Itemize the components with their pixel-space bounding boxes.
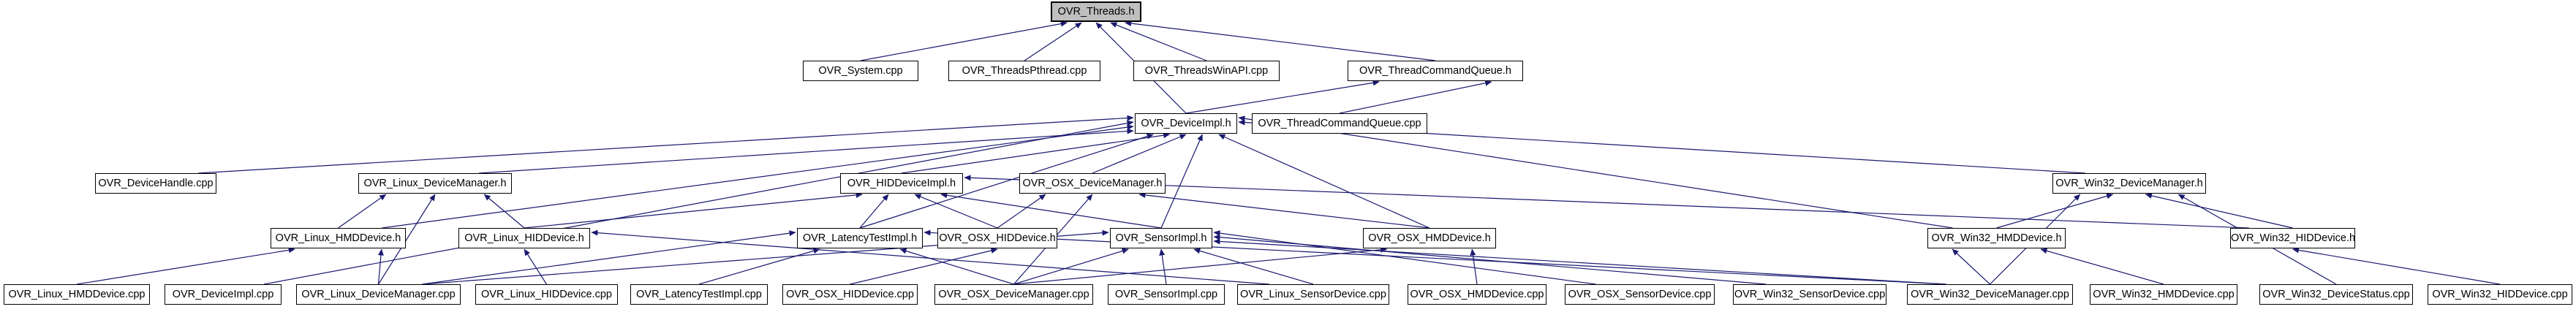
edge-tcq_h-to-threads_h [1125, 20, 1436, 61]
edge-linux_dm_cpp-to-latencytestimpl_h [422, 230, 796, 285]
graph-node-deviceimpl_h[interactable]: OVR_DeviceImpl.h [1135, 113, 1237, 134]
edge-threadspthread_cpp-to-threads_h [1024, 22, 1082, 61]
edge-win32_dm_cpp-to-win32_hmd_h [1952, 248, 1990, 285]
edge-win32_hmd_h-to-win32_dm_h [1996, 193, 2114, 229]
edge-deviceimpl_cpp-to-deviceimpl_h [263, 120, 1134, 285]
graph-node-threadspthread_cpp[interactable]: OVR_ThreadsPthread.cpp [948, 61, 1100, 81]
edge-tcq_cpp-to-tcq_h [1339, 80, 1492, 114]
graph-node-win32_hid_h[interactable]: OVR_Win32_HIDDevice.h [2230, 228, 2355, 248]
edge-linux_hid_h-to-hiddeviceimpl_h [524, 191, 863, 229]
edge-system_cpp-to-threads_h [860, 20, 1068, 61]
edge-sensorimpl_h-to-deviceimpl_h [1160, 134, 1203, 229]
edge-osx_dm_cpp-to-osx_hmd_h [1013, 246, 1388, 285]
edge-osx_dm_cpp-to-latencytestimpl_h [899, 248, 1014, 285]
edge-deviceimpl_h-to-tcq_h [1185, 80, 1380, 114]
edge-osx_hmd_h-to-osx_dm_h [1138, 192, 1430, 229]
edge-win32_hmd_cpp-to-win32_hmd_h [2040, 248, 2164, 285]
edge-osx_hmd_h-to-deviceimpl_h [1218, 134, 1430, 229]
graph-node-linux_hid_cpp[interactable]: OVR_Linux_HIDDevice.cpp [475, 284, 618, 305]
edge-linux_hmd_h-to-linux_dm_h [338, 194, 387, 229]
edge-win32_hid_cpp-to-win32_hid_h [2292, 247, 2501, 285]
edge-linux_hid_h-to-linux_dm_h [483, 194, 525, 229]
graph-node-osx_sensor_cpp[interactable]: OVR_OSX_SensorDevice.cpp [1565, 284, 1715, 305]
graph-node-latencytestimpl_h[interactable]: OVR_LatencyTestImpl.h [797, 228, 923, 248]
graph-node-osx_hmd_cpp[interactable]: OVR_OSX_HMDDevice.cpp [1408, 284, 1546, 305]
edge-linux_dm_h-to-deviceimpl_h [478, 128, 1134, 174]
graph-node-linux_sensor_cpp[interactable]: OVR_Linux_SensorDevice.cpp [1237, 284, 1389, 305]
edge-linux_hmd_h-to-deviceimpl_h [382, 124, 1134, 229]
edge-osx_hid_h-to-hiddeviceimpl_h [914, 194, 998, 229]
graph-node-osx_hid_h[interactable]: OVR_OSX_HIDDevice.h [937, 228, 1057, 248]
edge-sensorimpl_h-to-hiddeviceimpl_h [940, 192, 1162, 229]
edge-win32_dm_cpp-to-latencytestimpl_h [923, 229, 1946, 285]
graph-node-win32_hid_cpp[interactable]: OVR_Win32_HIDDevice.cpp [2428, 284, 2572, 305]
graph-node-system_cpp[interactable]: OVR_System.cpp [803, 61, 918, 81]
graph-node-hiddeviceimpl_h[interactable]: OVR_HIDDeviceImpl.h [840, 173, 963, 194]
graph-node-win32_sensor_cpp[interactable]: OVR_Win32_SensorDevice.cpp [1733, 284, 1886, 305]
graph-node-tcq_h[interactable]: OVR_ThreadCommandQueue.h [1348, 61, 1523, 81]
graph-node-linux_hmd_h[interactable]: OVR_Linux_HMDDevice.h [271, 228, 406, 248]
edge-latencytestimpl_h-to-deviceimpl_h [859, 133, 1154, 229]
edge-linux_dm_cpp-to-linux_hmd_h [377, 248, 384, 285]
graph-node-linux_hmd_cpp[interactable]: OVR_Linux_HMDDevice.cpp [4, 284, 150, 305]
edge-hiddeviceimpl_h-to-deviceimpl_h [901, 132, 1171, 174]
graph-node-deviceimpl_cpp[interactable]: OVR_DeviceImpl.cpp [165, 284, 282, 305]
edge-linux_hid_cpp-to-linux_hid_h [524, 248, 548, 285]
edge-osx_hmd_cpp-to-osx_hmd_h [1470, 248, 1478, 285]
graph-node-threads_h[interactable]: OVR_Threads.h [1051, 1, 1141, 22]
graph-node-threadswinapi_cpp[interactable]: OVR_ThreadsWinAPI.cpp [1133, 61, 1280, 81]
graph-node-sensorimpl_h[interactable]: OVR_SensorImpl.h [1110, 228, 1212, 248]
graph-node-osx_dm_cpp[interactable]: OVR_OSX_DeviceManager.cpp [934, 284, 1093, 305]
edge-osx_sensor_cpp-to-sensorimpl_h [1213, 230, 1596, 285]
graph-node-win32_hmd_h[interactable]: OVR_Win32_HMDDevice.h [1927, 228, 2066, 248]
edge-linux_hmd_cpp-to-linux_hmd_h [76, 247, 295, 285]
edge-osx_dm_cpp-to-sensorimpl_h [1013, 248, 1129, 285]
graph-node-linux_dm_h[interactable]: OVR_Linux_DeviceManager.h [358, 173, 512, 194]
graph-node-devicehandle_cpp[interactable]: OVR_DeviceHandle.cpp [95, 173, 216, 194]
edge-osx_dm_h-to-deviceimpl_h [1092, 134, 1187, 174]
graph-node-win32_dm_h[interactable]: OVR_Win32_DeviceManager.h [2052, 173, 2206, 194]
edge-threadswinapi_cpp-to-threads_h [1110, 22, 1207, 61]
graph-node-osx_hid_cpp[interactable]: OVR_OSX_HIDDevice.cpp [782, 284, 918, 305]
edge-osx_hid_cpp-to-osx_hid_h [850, 248, 998, 285]
edge-latencytestimpl_cpp-to-latencytestimpl_h [698, 248, 820, 285]
edge-linux_sensor_cpp-to-sensorimpl_h [1193, 248, 1314, 285]
graph-node-win32_hmd_cpp[interactable]: OVR_Win32_HMDDevice.cpp [2090, 284, 2237, 305]
edge-win32_sensor_cpp-to-sensorimpl_h [1213, 234, 1767, 285]
edge-sensorimpl_cpp-to-sensorimpl_h [1159, 248, 1167, 285]
graph-node-sensorimpl_cpp[interactable]: OVR_SensorImpl.cpp [1108, 284, 1225, 305]
graph-node-osx_dm_h[interactable]: OVR_OSX_DeviceManager.h [1019, 173, 1166, 194]
graph-node-latencytestimpl_cpp[interactable]: OVR_LatencyTestImpl.cpp [630, 284, 768, 305]
edge-linux_dm_cpp-to-linux_dm_h [377, 194, 436, 285]
graph-node-osx_hmd_h[interactable]: OVR_OSX_HMDDevice.h [1363, 228, 1496, 248]
edge-latencytestimpl_h-to-hiddeviceimpl_h [859, 194, 889, 229]
edge-win32_hmd_h-to-deviceimpl_h [1238, 115, 1953, 229]
edge-win32_dm_cpp-to-sensorimpl_h [1213, 238, 1946, 285]
graph-node-linux_hid_h[interactable]: OVR_Linux_HIDDevice.h [458, 228, 590, 248]
graph-node-tcq_cpp[interactable]: OVR_ThreadCommandQueue.cpp [1252, 113, 1427, 134]
graph-node-win32_dm_cpp[interactable]: OVR_Win32_DeviceManager.cpp [1907, 284, 2073, 305]
edge-win32_hid_h-to-hiddeviceimpl_h [964, 175, 2249, 229]
graph-node-linux_dm_cpp[interactable]: OVR_Linux_DeviceManager.cpp [296, 284, 461, 305]
edge-devicehandle_cpp-to-deviceimpl_h [198, 115, 1134, 174]
edge-osx_hid_h-to-osx_dm_h [997, 194, 1046, 229]
graph-node-win32_status_cpp[interactable]: OVR_Win32_DeviceStatus.cpp [2259, 284, 2413, 305]
edge-win32_hid_h-to-win32_dm_h [2145, 192, 2293, 229]
